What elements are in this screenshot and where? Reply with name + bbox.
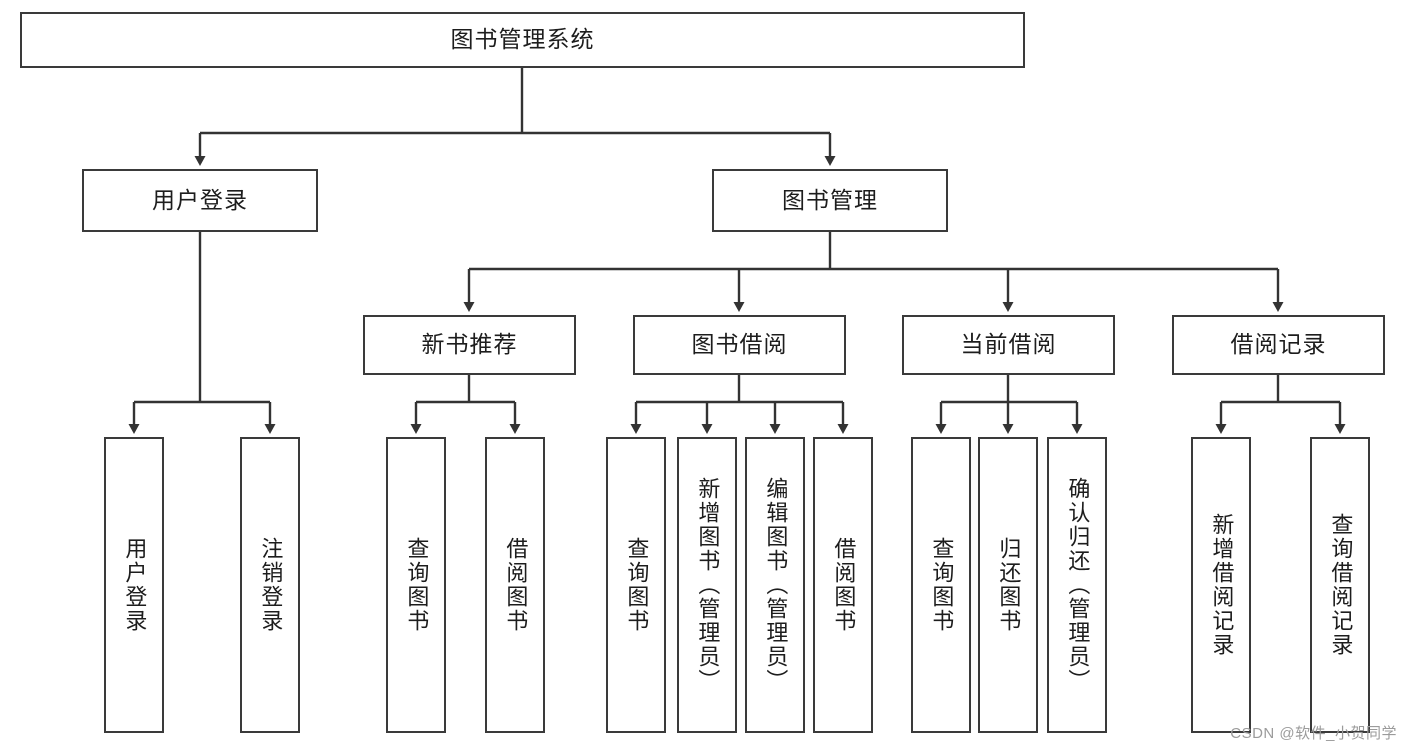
- node-label: 查询图书: [929, 537, 955, 633]
- node-label: 查询借阅记录: [1328, 513, 1354, 657]
- node-label: 借阅记录: [1230, 331, 1327, 358]
- node-root-system[interactable]: 图书管理系统: [20, 12, 1025, 68]
- node-book-borrow[interactable]: 图书借阅: [633, 315, 846, 375]
- watermark-credit: CSDN @软件_小贺同学: [1230, 725, 1397, 742]
- node-label: 图书管理系统: [450, 26, 595, 53]
- node-user-login[interactable]: 用户登录: [82, 169, 318, 232]
- leaf-recommend-query-book[interactable]: 查询图书: [386, 437, 446, 733]
- node-label: 查询图书: [404, 537, 430, 633]
- leaf-current-confirm-return-admin[interactable]: 确认归还（管理员）: [1047, 437, 1107, 733]
- leaf-current-query-book[interactable]: 查询图书: [911, 437, 971, 733]
- node-label: 查询图书: [624, 537, 650, 633]
- node-borrow-record[interactable]: 借阅记录: [1172, 315, 1385, 375]
- leaf-current-return-book[interactable]: 归还图书: [978, 437, 1038, 733]
- leaf-borrow-borrow-book[interactable]: 借阅图书: [813, 437, 873, 733]
- leaf-borrow-edit-book-admin[interactable]: 编辑图书（管理员）: [745, 437, 805, 733]
- node-label: 新增借阅记录: [1209, 513, 1235, 657]
- leaf-record-query-borrow-record[interactable]: 查询借阅记录: [1310, 437, 1370, 733]
- leaf-record-add-borrow-record[interactable]: 新增借阅记录: [1191, 437, 1251, 733]
- leaf-borrow-query-book[interactable]: 查询图书: [606, 437, 666, 733]
- node-current-borrow[interactable]: 当前借阅: [902, 315, 1115, 375]
- node-label: 借阅图书: [831, 537, 857, 633]
- node-label: 图书借阅: [691, 331, 788, 358]
- node-label: 用户登录: [122, 537, 148, 633]
- node-book-management[interactable]: 图书管理: [712, 169, 948, 232]
- node-label: 编辑图书（管理员）: [763, 477, 789, 693]
- leaf-borrow-add-book-admin[interactable]: 新增图书（管理员）: [677, 437, 737, 733]
- leaf-recommend-borrow-book[interactable]: 借阅图书: [485, 437, 545, 733]
- node-label: 注销登录: [258, 537, 284, 633]
- node-label: 确认归还（管理员）: [1065, 477, 1091, 693]
- node-label: 新书推荐: [421, 331, 518, 358]
- leaf-user-login-signout[interactable]: 注销登录: [240, 437, 300, 733]
- node-new-book-recommend[interactable]: 新书推荐: [363, 315, 576, 375]
- node-label: 借阅图书: [503, 537, 529, 633]
- node-label: 用户登录: [152, 186, 248, 213]
- node-label: 新增图书（管理员）: [695, 477, 721, 693]
- node-label: 图书管理: [782, 186, 878, 213]
- node-label: 归还图书: [996, 537, 1022, 633]
- node-label: 当前借阅: [960, 331, 1057, 358]
- leaf-user-login-signin[interactable]: 用户登录: [104, 437, 164, 733]
